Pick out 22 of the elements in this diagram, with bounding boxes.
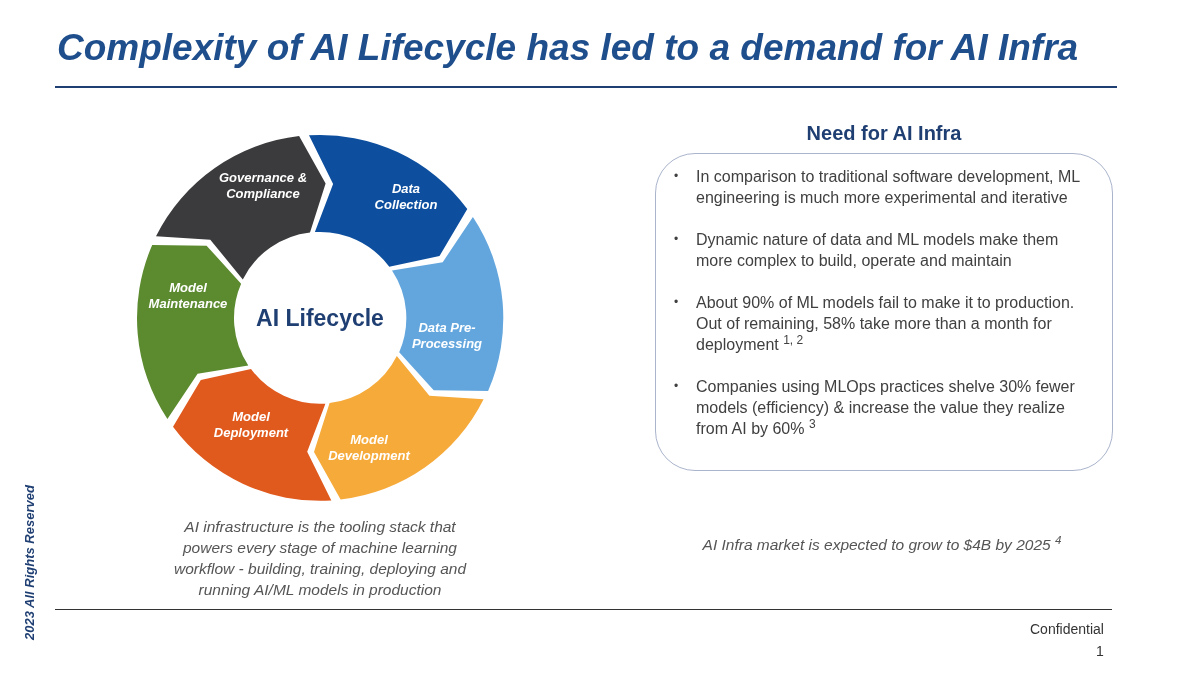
bullet-text: Companies using MLOps practices shelve 30% fewer models (efficiency) & increase the value they realize from AI by 60% $^{3}$: [696, 377, 1076, 439]
bullet-text: In comparison to traditional software development, ML engineering is much more experimental and iterative: [696, 167, 1081, 208]
segment-label: Model Development: [327, 432, 412, 464]
slide-title: Complexity of AI Lifecycle has led to a demand for AI Infra: [57, 26, 1079, 70]
segment-label: Data Collection: [373, 181, 439, 213]
caption-text: AI infrastructure is the tooling stack that powers every stage of machine learning workflow - building, training, deploying and running AI/ML models in production: [172, 517, 468, 600]
segment-label: Model Deployment: [212, 409, 290, 441]
bullet-marker: •: [674, 231, 680, 248]
bullet-marker: •: [674, 294, 680, 311]
copyright-text: 2023 All Rights Reserved: [21, 485, 38, 640]
segment-label: Model Maintenance: [147, 280, 229, 312]
bullet-text: Dynamic nature of data and ML models make them more complex to build, operate and maintain: [696, 230, 1060, 271]
bullet-text: About 90% of ML models fail to make it to production. Out of remaining, 58% take more than a month for deployment $^{1, 2}$: [696, 293, 1076, 355]
segment-label: Data Pre-Processing: [410, 320, 484, 352]
bullet-marker: •: [674, 378, 680, 395]
segment-label: Governance & Compliance: [217, 170, 309, 202]
panel-heading: Need for AI Infra: [805, 121, 963, 146]
page-number: 1: [1096, 642, 1104, 661]
bullet-marker: •: [674, 168, 680, 185]
center-label: AI Lifecycle: [256, 303, 384, 333]
confidential-text: Confidential: [1030, 620, 1104, 639]
caption-text: AI Infra market is expected to grow to $4B by 2025 $^{4}$: [701, 534, 1063, 555]
